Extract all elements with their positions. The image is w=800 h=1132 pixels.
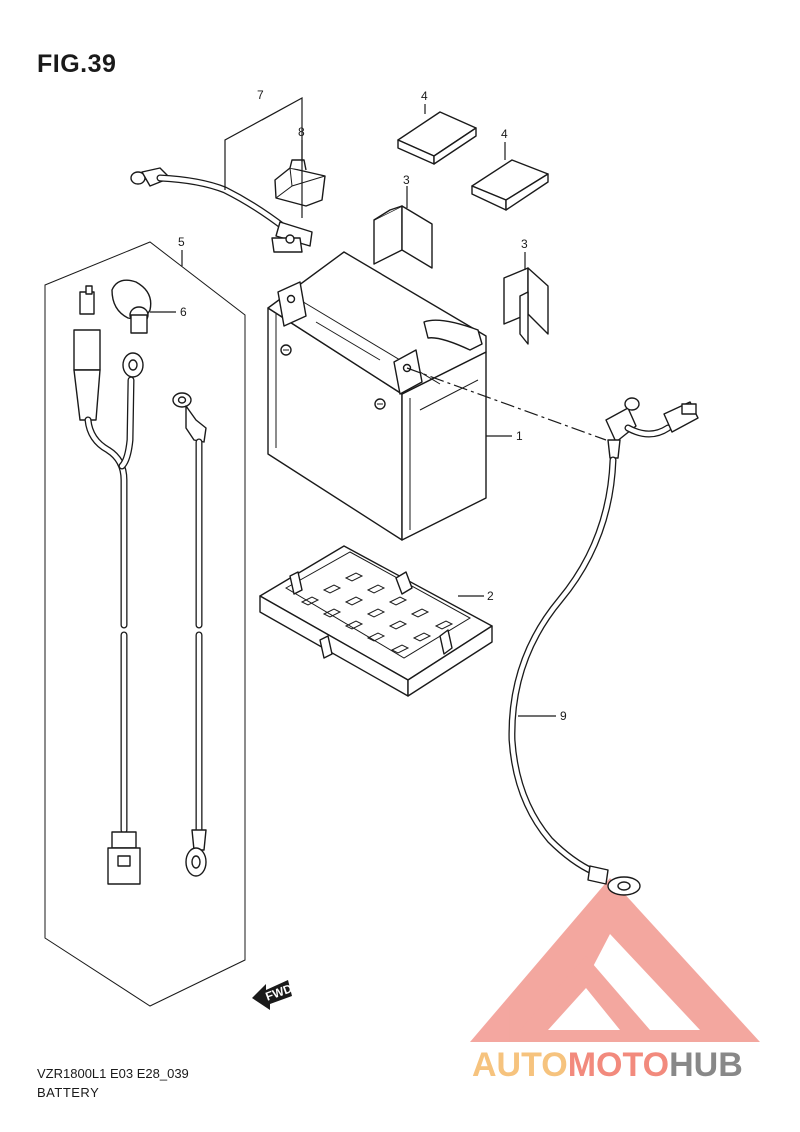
part-3-bracket-upper	[373, 205, 433, 269]
callout-labels: 7 8 4 4 3 3 5 6 1 2 9	[178, 88, 567, 723]
part-2-battery-tray	[259, 545, 493, 697]
section-name: BATTERY	[37, 1085, 100, 1100]
watermark-part-c: HUB	[669, 1046, 743, 1084]
callout-5: 5	[178, 235, 185, 249]
callout-4-upper: 4	[421, 89, 428, 103]
callout-6: 6	[180, 305, 187, 319]
part-4-pad-upper	[397, 111, 477, 165]
part-5-cable	[172, 392, 207, 877]
tray-slots	[300, 572, 454, 654]
part-5-harness	[73, 285, 144, 885]
part-1-battery	[267, 251, 487, 541]
callout-2: 2	[487, 589, 494, 603]
part-3-bracket-lower	[503, 267, 549, 345]
figure-title: FIG.39	[37, 50, 117, 78]
watermark-text: AUTOMOTOHUB	[472, 1046, 743, 1085]
callout-4-lower: 4	[501, 127, 508, 141]
part-6-terminal-cap	[111, 279, 152, 334]
part-4-pad-lower	[471, 159, 549, 211]
watermark-part-b: MOTO	[567, 1046, 670, 1084]
part-9-ground-cable	[508, 397, 699, 896]
leader-lines	[150, 96, 607, 717]
fwd-arrow-icon: FWD	[252, 980, 294, 1010]
watermark-part-a: AUTO	[472, 1046, 568, 1084]
callout-9: 9	[560, 709, 567, 723]
callout-1: 1	[516, 429, 523, 443]
watermark-logo-icon	[470, 878, 760, 1042]
model-code: VZR1800L1 E03 E28_039	[37, 1066, 189, 1081]
callout-8: 8	[298, 125, 305, 139]
callout-3-upper: 3	[403, 173, 410, 187]
callout-3-lower: 3	[521, 237, 528, 251]
part-8-cap	[274, 159, 326, 207]
kit-5-boundary	[44, 241, 246, 1007]
callout-7: 7	[257, 88, 264, 102]
